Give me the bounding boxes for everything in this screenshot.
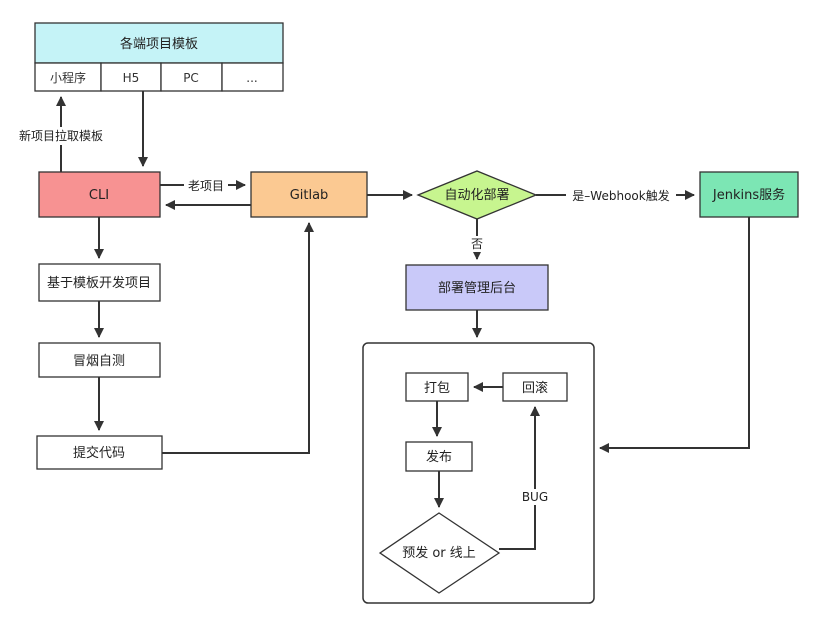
template-item-h5 [100, 62, 162, 92]
edge-jenkins-to-pipeline [599, 217, 750, 453]
label-bg [184, 177, 228, 194]
project-templates: 各端项目模板 小程序 H5 PC ... [34, 22, 284, 92]
jenkins-node [699, 171, 799, 218]
cli-label: CLI [89, 188, 109, 203]
templates-header [34, 22, 284, 64]
label-bg [470, 236, 484, 252]
edge-label-old-project: 老项目 [188, 179, 224, 193]
jenkins-label: Jenkins服务 [712, 187, 785, 203]
gitlab-node [250, 171, 368, 218]
template-item-more [221, 62, 284, 92]
edge-label-no: 否 [471, 237, 483, 251]
pipeline-env-decision [378, 512, 501, 594]
pipeline-publish-label: 发布 [426, 449, 452, 465]
templates-title: 各端项目模板 [120, 36, 198, 52]
label-bg [566, 187, 676, 204]
admin-node [405, 264, 549, 311]
template-item-label: ... [246, 71, 257, 85]
pipeline-env-label: 预发 or 线上 [402, 545, 476, 561]
pipeline-publish [405, 441, 473, 472]
edge-label-bug: BUG [522, 490, 548, 504]
admin-label: 部署管理后台 [438, 281, 516, 296]
template-item-miniprogram [34, 62, 102, 92]
auto-deploy-label: 自动化部署 [444, 188, 509, 203]
connectors [56, 91, 750, 550]
template-item-label: 小程序 [50, 70, 86, 85]
pipeline-rollback [502, 372, 568, 402]
edge-env-to-rollback [499, 406, 540, 550]
step-develop-label: 基于模板开发项目 [47, 275, 151, 291]
label-bg [518, 489, 552, 505]
step-smoke-test-label: 冒烟自测 [73, 354, 125, 369]
template-item-label: PC [183, 71, 199, 85]
edge-label-new-project: 新项目拉取模板 [19, 128, 103, 143]
label-bg [13, 127, 109, 145]
edge-commit-to-gitlab [162, 222, 314, 454]
edge-label-yes-webhook: 是–Webhook触发 [572, 188, 669, 203]
step-commit-label: 提交代码 [73, 445, 125, 461]
template-item-label: H5 [123, 71, 140, 85]
pipeline-package [405, 372, 469, 402]
step-commit [36, 435, 163, 470]
step-smoke-test [38, 342, 161, 378]
pipeline-package-label: 打包 [424, 381, 450, 396]
gitlab-label: Gitlab [290, 188, 329, 203]
pipeline-rollback-label: 回滚 [522, 380, 548, 396]
cli-node [38, 171, 161, 218]
